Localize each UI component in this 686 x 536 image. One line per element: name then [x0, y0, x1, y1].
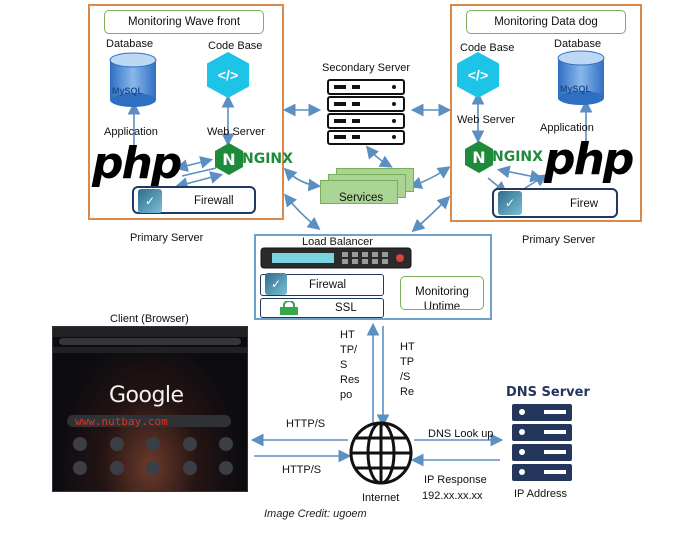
- shortcut-icon[interactable]: [109, 461, 124, 475]
- https-request-line: /S: [400, 371, 411, 383]
- browser-address-bar: [59, 338, 241, 345]
- right-primary-server-caption: Primary Server: [522, 234, 596, 246]
- shortcut-icon[interactable]: [182, 437, 197, 451]
- lb-firewall-box: ✓ Firewal: [260, 273, 384, 296]
- left-nginx-text: NGINX: [242, 151, 293, 167]
- https-lower-label: HTTP/S: [282, 464, 322, 476]
- left-firewall-shield-icon: ✓: [138, 189, 162, 213]
- client-browser-window: Google www.nutbay.com: [52, 326, 248, 492]
- services-card-front: Services: [320, 180, 398, 204]
- browser-bookmarks-bar: [53, 347, 247, 353]
- shortcut-icon[interactable]: [109, 437, 124, 451]
- lb-firewall-label: Firewal: [309, 279, 347, 291]
- left-primary-server-caption: Primary Server: [130, 232, 204, 244]
- left-application-label: Application: [104, 126, 158, 138]
- https-upper-label: HTTP/S: [286, 418, 326, 430]
- lb-firewall-shield-icon: ✓: [265, 273, 287, 295]
- browser-watermark: www.nutbay.com: [75, 415, 168, 428]
- shortcut-icon[interactable]: [219, 437, 233, 451]
- https-request-line: HT: [400, 341, 415, 353]
- shortcut-icon[interactable]: [73, 437, 87, 451]
- left-database-label: Database: [106, 38, 154, 50]
- image-credit: Image Credit: ugoem: [264, 508, 367, 520]
- client-browser-label: Client (Browser): [110, 313, 189, 325]
- right-mysql-text: MySQL: [560, 84, 592, 94]
- right-mysql-database-icon: [557, 50, 605, 105]
- right-application-label: Application: [540, 122, 594, 134]
- ssl-lock-icon: [280, 301, 298, 315]
- right-primary-server-box: [450, 4, 642, 222]
- left-webserver-label: Web Server: [207, 126, 265, 138]
- dns-server-icon: [512, 404, 572, 481]
- shortcut-icon[interactable]: [219, 461, 233, 475]
- internet-globe-icon: [349, 421, 413, 485]
- monitoring-uptime-label: Monitoring Uptime: [415, 286, 469, 310]
- https-request-line: TP: [400, 356, 415, 368]
- monitoring-uptime-box: Monitoring Uptime: [400, 276, 484, 310]
- load-balancer-box: [254, 234, 492, 320]
- left-mysql-text: MySQL: [112, 86, 144, 96]
- left-codebase-label: Code Base: [208, 40, 263, 52]
- https-response-line: HT: [340, 329, 355, 341]
- https-response-line: Res: [340, 374, 360, 386]
- right-php-logo: php: [544, 134, 634, 185]
- right-nginx-hex-icon: N: [465, 141, 493, 173]
- shortcut-icon[interactable]: [182, 461, 197, 475]
- left-nginx-hex-icon: N: [215, 143, 243, 175]
- https-request-label: HT TP /S Re: [400, 340, 415, 400]
- lb-ssl-box: SSL: [260, 298, 384, 318]
- right-nginx-logo: N NGINX: [464, 140, 543, 174]
- left-firewall-box: ✓ Firewall: [132, 186, 256, 214]
- browser-tab-bar: [53, 327, 247, 337]
- dns-lookup-label: DNS Look up: [428, 428, 494, 440]
- left-nginx-logo: N NGINX: [214, 142, 293, 176]
- https-response-label: HT TP/ S Res po: [340, 328, 360, 403]
- browser-search-box[interactable]: [67, 415, 231, 427]
- right-webserver-label: Web Server: [457, 114, 515, 126]
- https-response-line: TP/: [340, 344, 358, 356]
- browser-google-logo: Google: [109, 383, 184, 408]
- secondary-server-icon: [327, 79, 405, 145]
- ip-response-label: IP Response: [424, 474, 487, 486]
- shortcut-icon[interactable]: [73, 461, 87, 475]
- secondary-server-label: Secondary Server: [322, 62, 411, 74]
- left-mysql-database-icon: [109, 52, 157, 107]
- left-codebase-icon: </>: [207, 52, 249, 98]
- svg-text:N: N: [472, 148, 485, 167]
- https-response-line: S: [340, 359, 348, 371]
- right-monitoring-title: Monitoring Data dog: [466, 10, 626, 34]
- left-monitoring-title: Monitoring Wave front: [104, 10, 264, 34]
- shortcut-icon[interactable]: [146, 461, 160, 475]
- ip-value-label: 192.xx.xx.xx: [422, 490, 483, 502]
- load-balancer-title: Load Balancer: [302, 236, 373, 248]
- dns-server-title: DNS Server: [506, 385, 590, 400]
- services-stack: Services: [320, 168, 414, 208]
- left-firewall-label: Firewall: [194, 195, 234, 207]
- svg-text:N: N: [222, 150, 235, 169]
- browser-shortcuts-row-1: [73, 437, 233, 451]
- shortcut-icon[interactable]: [146, 437, 160, 451]
- https-request-line: Re: [400, 386, 415, 398]
- internet-label: Internet: [362, 492, 400, 504]
- left-primary-server-box: [88, 4, 284, 220]
- right-firewall-box: ✓ Firew: [492, 188, 618, 218]
- right-database-label: Database: [554, 38, 602, 50]
- dns-ip-address-caption: IP Address: [514, 488, 567, 500]
- right-firewall-label: Firew: [570, 198, 599, 210]
- right-nginx-text: NGINX: [492, 149, 543, 165]
- lb-ssl-label: SSL: [335, 302, 357, 314]
- right-codebase-label: Code Base: [460, 42, 515, 54]
- services-label: Services: [339, 192, 384, 204]
- left-php-logo: php: [92, 138, 182, 189]
- load-balancer-device-icon: [260, 247, 412, 269]
- https-response-line: po: [340, 389, 353, 401]
- right-firewall-shield-icon: ✓: [498, 191, 522, 215]
- browser-shortcuts-row-2: [73, 461, 233, 475]
